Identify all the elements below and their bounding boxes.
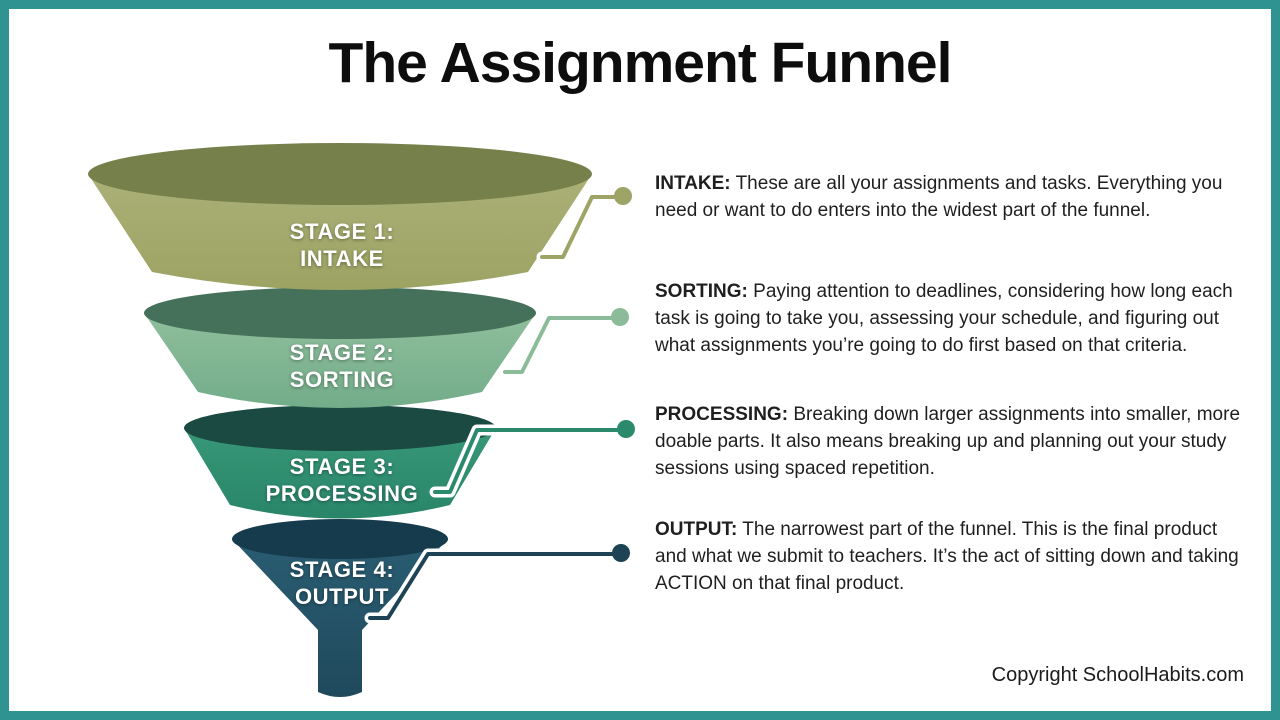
funnel-stage-3: STAGE 3: PROCESSING — [184, 405, 635, 519]
stage-2-connector-line — [503, 316, 614, 374]
description-output: OUTPUT: The narrowest part of the funnel… — [655, 516, 1247, 597]
stage-3-connector-dot — [617, 420, 635, 438]
stage-4-connector-dot — [612, 544, 630, 562]
funnel-stage-1: STAGE 1: INTAKE — [88, 143, 632, 290]
stage-2-top-ellipse — [144, 287, 536, 339]
stage-2-label-line1: STAGE 2: — [290, 340, 395, 365]
description-processing-body: Breaking down larger assignments into sm… — [655, 404, 1241, 479]
description-sorting: SORTING: Paying attention to deadlines, … — [655, 278, 1247, 359]
funnel-stage-4: STAGE 4: OUTPUT — [232, 519, 630, 697]
stage-2-connector-dot — [611, 308, 629, 326]
stage-1-body — [88, 174, 592, 290]
description-processing: PROCESSING: Breaking down larger assignm… — [655, 401, 1247, 482]
description-output-lead: OUTPUT: — [655, 519, 738, 540]
description-output-body: The narrowest part of the funnel. This i… — [655, 519, 1239, 594]
description-sorting-body: Paying attention to deadlines, consideri… — [655, 281, 1233, 356]
description-intake-lead: INTAKE: — [655, 173, 731, 194]
stage-2-label-line2: SORTING — [290, 367, 394, 392]
stage-1-connector-dot — [614, 187, 632, 205]
stage-3-top-ellipse — [184, 405, 496, 451]
stage-1-top-ellipse — [88, 143, 592, 205]
stage-3-connector-line — [433, 428, 619, 494]
stage-4-top-ellipse — [232, 519, 448, 559]
stage-1-label-line1: STAGE 1: — [290, 219, 395, 244]
description-processing-lead: PROCESSING: — [655, 404, 789, 425]
stage-4-label-line2: OUTPUT — [295, 584, 389, 609]
description-sorting-lead: SORTING: — [655, 281, 748, 302]
stage-1-label-line2: INTAKE — [300, 246, 384, 271]
stage-4-connector-line — [368, 552, 614, 620]
stage-4-label-line1: STAGE 4: — [290, 557, 395, 582]
stage-3-label-line1: STAGE 3: — [290, 454, 395, 479]
copyright-text: Copyright SchoolHabits.com — [991, 664, 1244, 686]
stage-2-body — [144, 313, 536, 408]
page-title: The Assignment Funnel — [328, 31, 953, 95]
stage-1-connector-line — [540, 195, 616, 259]
description-intake-body: These are all your assignments and tasks… — [655, 173, 1223, 221]
stage-4-body — [232, 539, 448, 697]
stage-3-body — [184, 428, 496, 519]
funnel-diagram: STAGE 4: OUTPUT STAGE 3: PROCESSING STAG… — [88, 143, 635, 697]
funnel-stage-2: STAGE 2: SORTING — [144, 287, 629, 408]
description-intake: INTAKE: These are all your assignments a… — [655, 170, 1247, 224]
stage-3-label-line2: PROCESSING — [266, 481, 419, 506]
